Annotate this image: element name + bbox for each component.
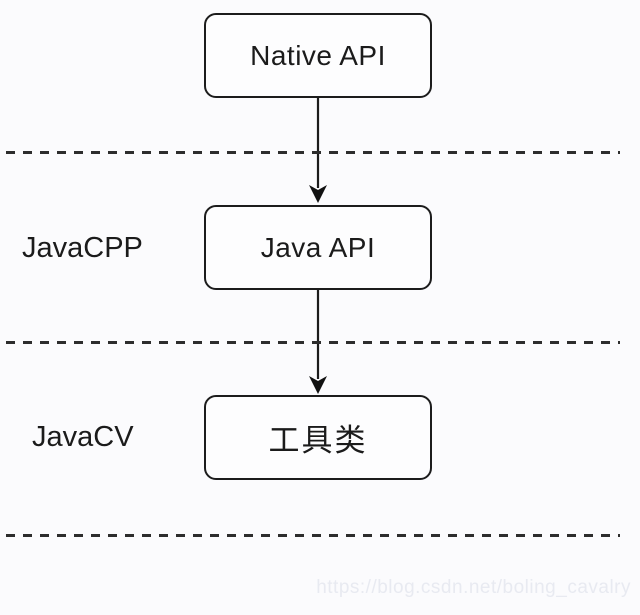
node-tool-class: 工具类 xyxy=(204,395,432,480)
dashed-divider-3 xyxy=(6,534,620,537)
node-java-api: Java API xyxy=(204,205,432,290)
arrow-down-icon xyxy=(309,98,327,203)
section-label-javacv: JavaCV xyxy=(32,421,134,453)
node-native-api-label: Native API xyxy=(250,39,386,71)
dashed-divider-2 xyxy=(6,341,620,344)
section-label-javacpp: JavaCPP xyxy=(22,232,143,264)
dashed-divider-1 xyxy=(6,151,620,154)
node-tool-class-label: 工具类 xyxy=(268,423,368,458)
arrow-down-icon xyxy=(309,289,327,394)
watermark-url: https://blog.csdn.net/boling_cavalry xyxy=(316,577,631,598)
node-native-api: Native API xyxy=(204,13,432,98)
node-java-api-label: Java API xyxy=(260,231,376,263)
